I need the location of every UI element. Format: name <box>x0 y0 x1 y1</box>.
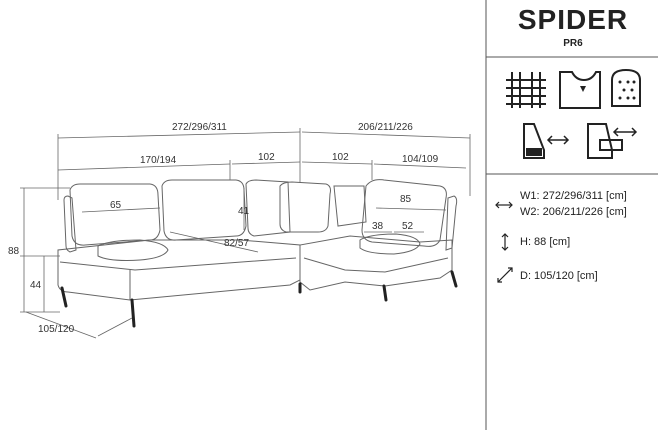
dim-back-height: 41 <box>238 206 250 217</box>
product-title: SPIDER <box>517 4 629 35</box>
dim-headrest-a: 38 <box>372 221 384 232</box>
product-code: PR6 <box>563 38 583 49</box>
depth-arrow-icon <box>497 267 513 283</box>
left-seat-edge <box>59 257 297 271</box>
backrest-right <box>361 179 447 247</box>
corner-backrest-2 <box>333 185 367 227</box>
backrest-left-2 <box>161 179 247 241</box>
fabric-weave-icon <box>506 72 546 108</box>
corner-backrest <box>245 179 291 237</box>
spec-w2: W2: 206/211/226 [cm] <box>520 206 627 218</box>
dim-headrest-b: 52 <box>402 221 414 232</box>
backrest-left-1 <box>69 183 161 246</box>
dim-right-corner: 102 <box>332 152 349 163</box>
right-seat-edge <box>303 257 449 273</box>
dim-right-section: 104/109 <box>402 154 439 165</box>
dim-w1-total: 272/296/311 <box>172 122 227 133</box>
fabric-shirt-icon <box>559 71 601 109</box>
left-seat-cushion <box>97 239 169 261</box>
width-arrows-icon <box>495 201 513 209</box>
dim-left-section: 170/194 <box>140 155 177 166</box>
dim-back-width: 65 <box>110 200 122 211</box>
left-sofa-base <box>57 239 301 301</box>
spec-depth: D: 105/120 [cm] <box>520 270 598 282</box>
dim-right-back-width: 85 <box>400 194 412 205</box>
dim-w2-total: 206/211/226 <box>358 122 413 133</box>
sofa-drawing <box>57 179 458 301</box>
spec-w1: W1: 272/296/311 [cm] <box>520 190 627 202</box>
dim-seat-height: 44 <box>30 280 42 291</box>
adjustable-seat-icon <box>587 123 638 159</box>
spec-height: H: 88 [cm] <box>520 236 571 248</box>
adjustable-headrest-icon <box>523 123 570 159</box>
left-arm-pillow <box>63 195 77 253</box>
right-sofa-base <box>299 235 453 291</box>
right-arm-pillow <box>445 195 458 251</box>
dim-height: 88 <box>8 246 20 257</box>
dim-left-corner: 102 <box>258 152 275 163</box>
dimension-lines <box>20 128 471 339</box>
corner-cushion <box>279 181 331 233</box>
height-arrow-icon <box>501 233 509 251</box>
right-seat-cushion <box>359 233 421 255</box>
dim-seat-depth: 82/57 <box>224 238 249 249</box>
quilted-cushion-icon <box>611 68 641 107</box>
dim-depth: 105/120 <box>38 324 75 335</box>
sofa-legs <box>60 270 458 328</box>
